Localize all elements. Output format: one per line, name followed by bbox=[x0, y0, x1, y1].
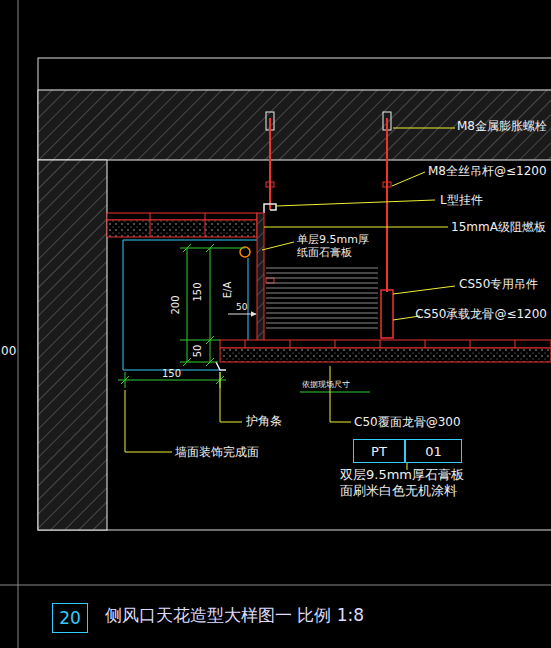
keel bbox=[205, 213, 206, 237]
rod-nut bbox=[266, 182, 274, 187]
callout-text: 墙面装饰完成面 bbox=[175, 445, 259, 459]
board-edge bbox=[123, 240, 124, 370]
concrete-wall bbox=[38, 160, 107, 530]
frame-line bbox=[18, 0, 19, 648]
frame-line bbox=[0, 585, 551, 586]
concrete-slab bbox=[38, 90, 551, 160]
dimension-arrow bbox=[228, 314, 256, 315]
dimension-text: 50 bbox=[192, 345, 204, 358]
box-text: PT bbox=[371, 444, 387, 459]
material-code-cell: 01 bbox=[405, 439, 462, 463]
keel-layer bbox=[220, 340, 551, 348]
rod-nut bbox=[383, 182, 391, 187]
callout-text: M8金属膨胀螺栓 bbox=[457, 119, 547, 133]
callout-text: E/A bbox=[222, 282, 234, 299]
fire-board bbox=[107, 213, 257, 220]
callout-text: M8全丝吊杆@≤1200 bbox=[428, 164, 547, 178]
box-text: 01 bbox=[425, 444, 442, 459]
l-bracket bbox=[264, 204, 276, 213]
dimension-text: 150 bbox=[192, 282, 204, 301]
drop-board bbox=[257, 213, 264, 343]
keel bbox=[245, 340, 515, 348]
dimension-text: 150 bbox=[162, 368, 181, 380]
callout-text: 依据现场尺寸 bbox=[302, 380, 350, 390]
hanger-rod bbox=[386, 118, 388, 292]
box-text: 20 bbox=[59, 608, 81, 628]
callout-text: CS50专用吊件 bbox=[459, 277, 538, 291]
callout-text: 单层9.5mm厚 纸面石膏板 bbox=[297, 233, 375, 259]
drawing-number-box: 20 bbox=[52, 603, 88, 633]
board-edge bbox=[123, 240, 257, 241]
material-code-cell: PT bbox=[353, 439, 405, 463]
callout-text: CS50承载龙骨@≤1200 bbox=[415, 307, 547, 321]
frame-border bbox=[38, 58, 551, 530]
dimension-text: 00 bbox=[1, 344, 16, 358]
dimension-text: 200 bbox=[170, 295, 182, 314]
callout-text: C50覆面龙骨@300 bbox=[354, 415, 461, 429]
callout-text: 15mmA级阻燃板 bbox=[451, 220, 546, 234]
drawing-title: 侧风口天花造型大样图一 比例 1:8 bbox=[105, 605, 364, 625]
gypsum-board bbox=[107, 220, 257, 237]
board-edge bbox=[248, 258, 249, 340]
corner-bead bbox=[216, 362, 226, 370]
hanger-rod bbox=[269, 118, 271, 210]
cs50-channel bbox=[381, 290, 393, 338]
keel bbox=[150, 213, 151, 237]
rod-nut bbox=[266, 278, 274, 283]
dimension-line bbox=[118, 244, 370, 392]
vent-grille bbox=[266, 268, 378, 328]
callout-text: 双层9.5mm厚石膏板 面刷米白色无机涂料 bbox=[340, 467, 475, 498]
callout-text: 护角条 bbox=[246, 414, 282, 428]
gypsum-board bbox=[220, 348, 551, 362]
dimension-text: 50 bbox=[236, 302, 247, 313]
callout-text: L型挂件 bbox=[440, 193, 483, 207]
